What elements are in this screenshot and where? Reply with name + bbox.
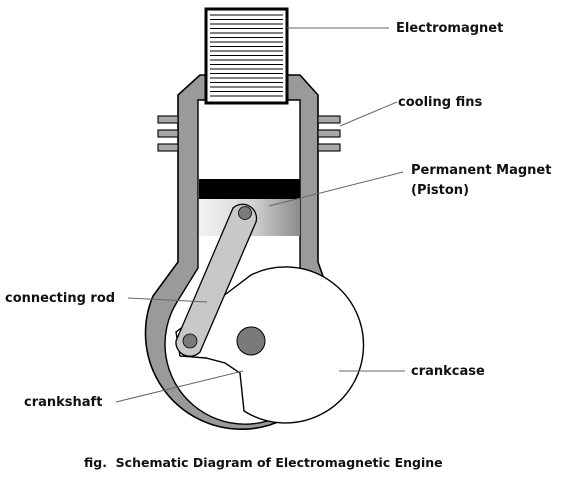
label-cooling-fins: cooling fins bbox=[398, 95, 482, 110]
label-piston: (Piston) bbox=[411, 183, 469, 198]
leader-crankshaft bbox=[115, 370, 244, 403]
leader-connecting-rod bbox=[127, 297, 208, 303]
label-connecting-rod: connecting rod bbox=[5, 291, 115, 306]
fin bbox=[317, 143, 341, 152]
fin bbox=[157, 115, 179, 124]
label-crankshaft: crankshaft bbox=[24, 395, 102, 410]
figure-caption: fig. Schematic Diagram of Electromagneti… bbox=[84, 455, 443, 470]
fin bbox=[317, 115, 341, 124]
leader-permanent-magnet bbox=[268, 171, 404, 207]
cooling-fins-right bbox=[317, 115, 341, 152]
fin bbox=[157, 143, 179, 152]
wrist-pin bbox=[238, 206, 252, 220]
leader-cooling-fins bbox=[339, 101, 398, 127]
piston-top-band bbox=[199, 179, 300, 199]
leader-lines bbox=[115, 27, 405, 403]
label-crankcase: crankcase bbox=[411, 364, 485, 379]
label-permanent-magnet: Permanent Magnet bbox=[411, 163, 551, 178]
crankshaft-disc bbox=[175, 266, 365, 424]
fin bbox=[317, 129, 341, 138]
electromagnet-coil bbox=[204, 7, 289, 105]
crank-pin bbox=[182, 333, 198, 349]
cooling-fins-left bbox=[157, 115, 179, 152]
crankshaft-hub bbox=[236, 326, 266, 356]
label-electromagnet: Electromagnet bbox=[396, 21, 503, 36]
connecting-rod bbox=[175, 203, 258, 357]
fin bbox=[157, 129, 179, 138]
